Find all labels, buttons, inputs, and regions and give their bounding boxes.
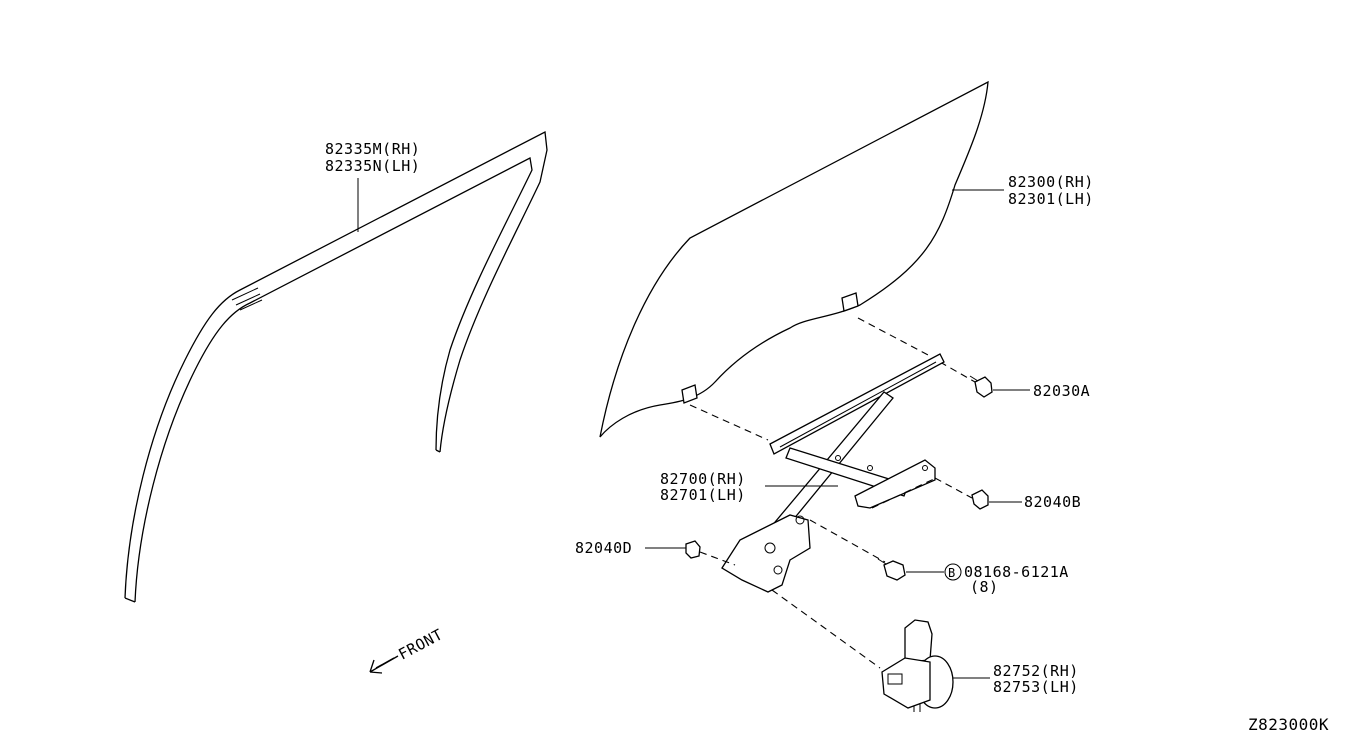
bolt-82030a [969,375,993,398]
bolt-type-circle [944,563,962,581]
bolt-b-label: 82040B [1024,493,1081,511]
glass-align-dash-2 [689,404,769,441]
glass-align-dash-1 [857,317,931,357]
bolt-a-label: 82030A [1033,382,1090,400]
regulator-lh-label: 82701(LH) [660,486,746,504]
regulator-rh-label: 82700(RH) [660,470,746,488]
bolt-type-letter: B [948,566,956,580]
regulator-motor-part [881,619,954,712]
bolt-08168-dash [809,519,886,563]
front-label: FRONT [395,625,446,663]
bolt-a-dash [939,361,976,383]
sash-lh-label: 82335N(LH) [325,157,420,175]
motor-lh-label: 82753(LH) [993,678,1079,696]
door-glass-part [599,80,989,438]
diagram-code: Z823000K [1248,715,1329,734]
front-direction-arrow [369,655,399,674]
bolt-82040d [685,540,701,559]
sash-rh-label: 82335M(RH) [325,140,420,158]
motor-align-dash [771,589,881,669]
bolt-d-dash [699,551,736,566]
door-sash-part [124,130,548,603]
bolt-b-dash [934,477,973,499]
motor-rh-label: 82752(RH) [993,662,1079,680]
bolt-08168-qty: (8) [970,578,999,596]
bolt-82040b [971,489,989,510]
window-regulator-part [721,353,945,593]
bolt-08168-6121a [877,558,906,581]
glass-rh-label: 82300(RH) [1008,173,1094,191]
bolt-d-label: 82040D [575,539,632,557]
glass-lh-label: 82301(LH) [1008,190,1094,208]
bolt-08168-label: 08168-6121A [964,563,1069,581]
